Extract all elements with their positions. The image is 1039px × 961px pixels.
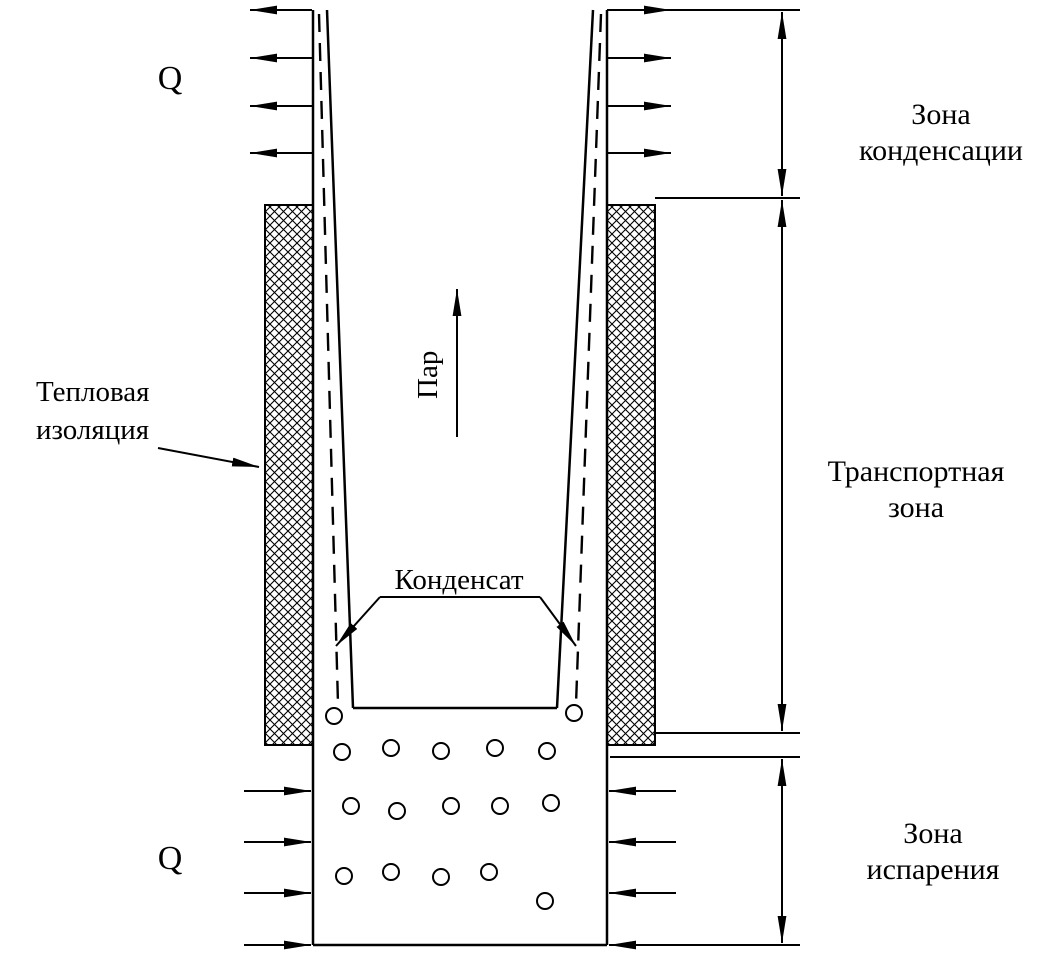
vapor-bubble: [333, 743, 351, 761]
insulation-block-right: [606, 204, 656, 746]
label-zone-transport-line2: зона: [888, 491, 944, 524]
label-condensate: Конденсат: [394, 564, 523, 596]
thermal-insulation-blocks: [264, 204, 656, 746]
vapor-bubble: [536, 892, 554, 910]
vapor-bubble: [342, 797, 360, 815]
heat-arrows-evaporation-right: [609, 786, 800, 950]
label-vapor: Пар: [412, 351, 444, 399]
label-zone-evaporation-line2: испарения: [867, 853, 1000, 886]
vapor-bubbles: [325, 704, 583, 910]
label-thermal-insulation-line1: Тепловая: [36, 376, 150, 408]
vapor-bubble: [325, 707, 343, 725]
insulation-block-left: [264, 204, 314, 746]
label-zone-evaporation-line1: Зона: [903, 817, 962, 850]
vapor-bubble: [486, 739, 504, 757]
film-surface-right: [555, 9, 595, 709]
vapor-bubble: [388, 802, 406, 820]
label-zone-condensation-line1: Зона: [911, 98, 970, 131]
film-dashed-left: [317, 13, 340, 705]
vapor-bubble: [491, 797, 509, 815]
label-thermal-insulation-line2: изоляция: [36, 414, 149, 446]
label-zone-transport-line1: Транспортная: [828, 455, 1005, 488]
vapor-bubble: [538, 742, 556, 760]
vapor-bubble: [335, 867, 353, 885]
insulation-leader-arrow: [157, 447, 260, 468]
vapor-bubble: [565, 704, 583, 722]
vapor-bubble: [432, 868, 450, 886]
vapor-bubble: [442, 797, 460, 815]
film-surface-left: [325, 9, 355, 709]
zone-dimension-lines: [607, 9, 800, 943]
vapor-bubble: [432, 742, 450, 760]
condensate-leader-arrow: [539, 596, 577, 647]
label-zone-condensation-line2: конденсации: [859, 134, 1023, 167]
vapor-bubble: [480, 863, 498, 881]
heat-arrows-evaporation-left: [244, 786, 311, 950]
label-q-top: Q: [158, 60, 183, 97]
vapor-bubble: [382, 739, 400, 757]
pipe-body: [311, 9, 609, 947]
vapor-bubble: [542, 794, 560, 812]
heat-arrows-condensation-left: [250, 5, 312, 158]
label-q-bottom: Q: [158, 840, 183, 877]
vapor-bubble: [382, 863, 400, 881]
condensate-leader-arrow: [335, 596, 381, 647]
condensate-leader: [335, 596, 577, 647]
heat-arrows-condensation-right: [608, 5, 671, 158]
